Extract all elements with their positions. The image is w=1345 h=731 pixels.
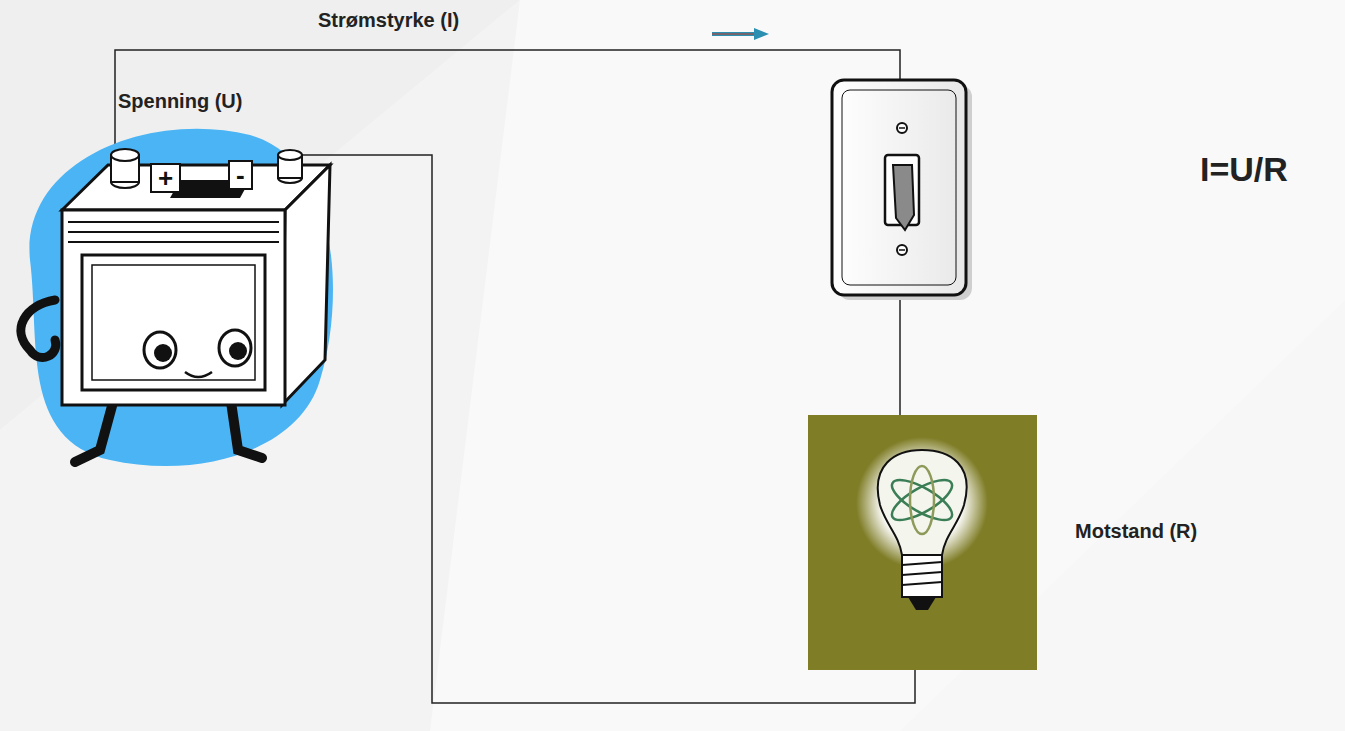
background-facet <box>0 0 520 731</box>
wire <box>899 300 901 415</box>
switch-symbol <box>832 80 972 300</box>
terminal-sign: + <box>150 163 181 193</box>
terminal-sign: - <box>228 160 253 190</box>
bulb-symbol <box>808 415 1037 670</box>
formula-label: I=U/R <box>1200 150 1288 189</box>
voltage-label: Spenning (U) <box>118 90 242 113</box>
background-facet <box>430 0 1345 731</box>
battery-symbol <box>21 129 333 466</box>
resistance-label: Motstand (R) <box>1075 520 1197 543</box>
current-label: Strømstyrke (I) <box>318 9 459 32</box>
current-arrow <box>712 28 769 40</box>
